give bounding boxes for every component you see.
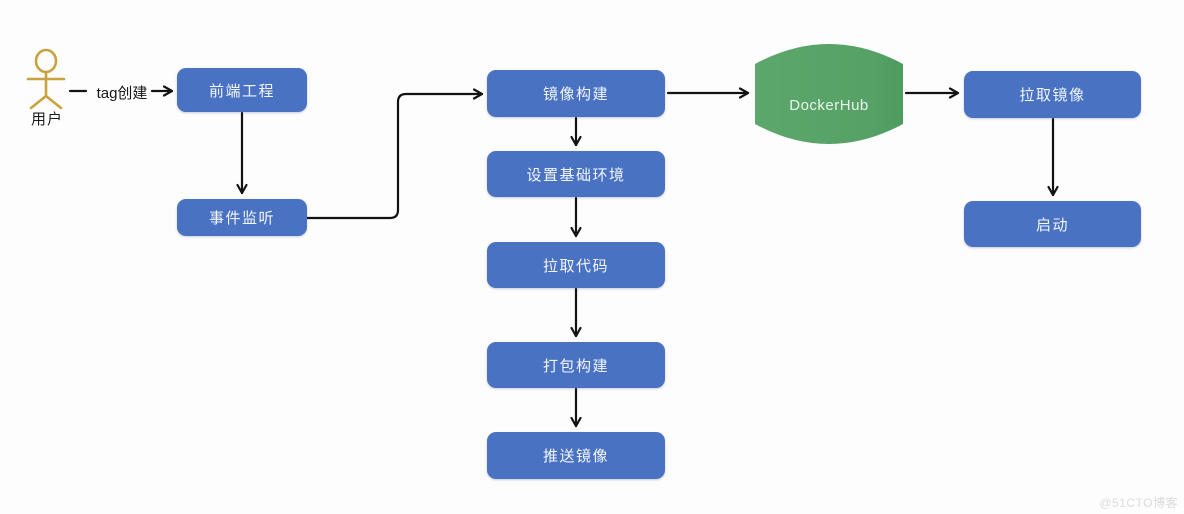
node-setup-base-env-label: 设置基础环境 xyxy=(526,166,626,184)
node-package-build-label: 打包构建 xyxy=(542,357,609,375)
edge-label-tag-create: tag创建 xyxy=(96,85,148,102)
edge-event-listener-to-image-build xyxy=(305,88,484,220)
actor-label: 用户 xyxy=(30,111,63,128)
dockerhub-cylinder-shape xyxy=(755,44,903,144)
node-setup-base-env: 设置基础环境 xyxy=(487,151,665,197)
node-frontend-project: 前端工程 xyxy=(177,68,307,112)
node-dockerhub-cylinder: DockerHub xyxy=(755,44,903,144)
node-start-label: 启动 xyxy=(1035,216,1069,234)
node-event-listener: 事件监听 xyxy=(177,199,307,236)
node-frontend-project-label: 前端工程 xyxy=(208,82,275,100)
watermark: @51CTO博客 xyxy=(1099,496,1178,510)
node-start: 启动 xyxy=(964,201,1141,247)
node-package-build: 打包构建 xyxy=(487,342,665,388)
node-event-listener-label: 事件监听 xyxy=(208,210,275,227)
user-actor-icon xyxy=(26,48,66,110)
node-pull-code-label: 拉取代码 xyxy=(542,257,609,275)
node-pull-image: 拉取镜像 xyxy=(964,71,1141,118)
node-pull-code: 拉取代码 xyxy=(487,242,665,288)
node-pull-image-label: 拉取镜像 xyxy=(1019,87,1086,104)
node-image-build-label: 镜像构建 xyxy=(542,86,609,103)
node-dockerhub-label: DockerHub xyxy=(789,97,869,114)
node-push-image-label: 推送镜像 xyxy=(542,448,609,465)
node-image-build: 镜像构建 xyxy=(487,70,665,117)
node-push-image: 推送镜像 xyxy=(487,432,665,479)
